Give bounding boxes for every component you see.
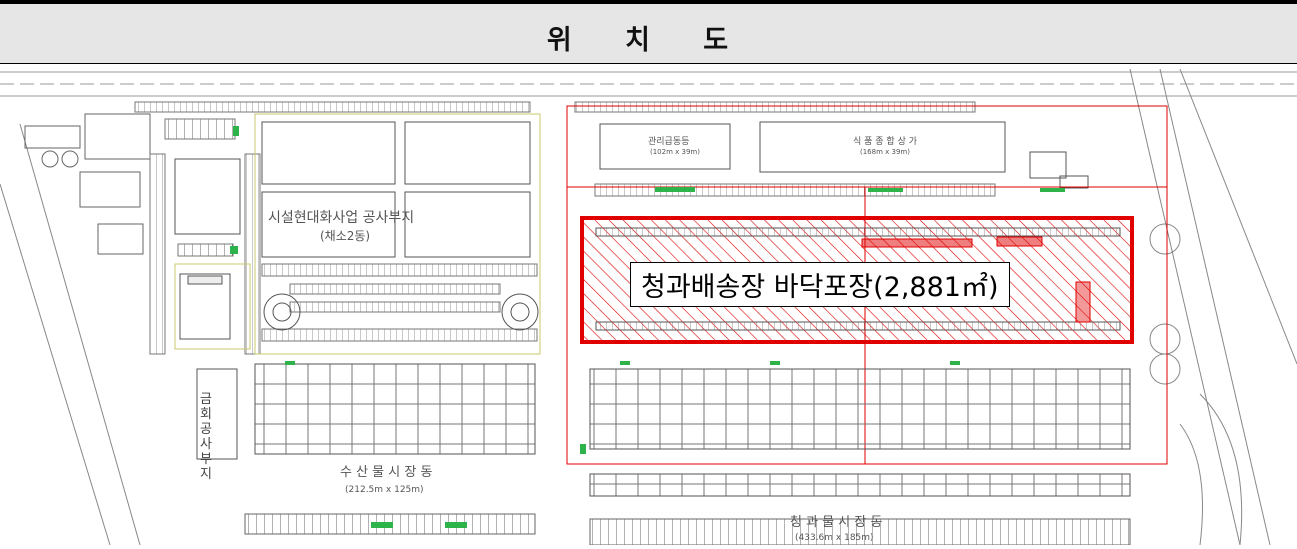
fruit-market-building — [589, 368, 1131, 546]
top-right-buildings — [599, 121, 1089, 189]
food-complex-size: (168m x 39m) — [860, 148, 910, 156]
paving-area-label: 청과배송장 바닥포장(2,881㎡) — [630, 262, 1010, 307]
top-road — [0, 71, 1297, 97]
left-buildings — [24, 113, 151, 255]
construction-site-sub-label: (채소2동) — [320, 229, 370, 243]
construction-site-label: 시설현대화사업 공사부지 — [268, 210, 414, 226]
management-building-label: 관리급동등 — [648, 136, 689, 147]
fish-market-size: (212.5m x 125m) — [345, 485, 424, 495]
fish-market-label: 수 산 물 시 장 동 — [340, 465, 432, 480]
construction-site — [254, 113, 541, 355]
food-complex-label: 식 품 종 합 상 가 — [853, 136, 917, 147]
fish-market-building — [244, 363, 536, 535]
construction-company-site-label: 금회공사부지 — [200, 392, 212, 482]
left-parking — [149, 118, 261, 355]
fruit-market-label: 청 과 물 시 장 동 — [790, 515, 882, 530]
site-map: 시설현대화사업 공사부지 (채소2동) 관리급동등 (102m x 39m) 식… — [0, 63, 1297, 546]
management-building-size: (102m x 39m) — [650, 148, 700, 156]
header-bar: 위 치 도 — [0, 0, 1297, 63]
page-title: 위 치 도 — [546, 25, 751, 56]
left-strip — [196, 368, 238, 460]
diagonal-roads — [0, 68, 1297, 546]
green-markers — [230, 126, 1065, 528]
fruit-market-size: (433.6m x 185m) — [795, 533, 874, 543]
left-blocks — [174, 158, 251, 350]
